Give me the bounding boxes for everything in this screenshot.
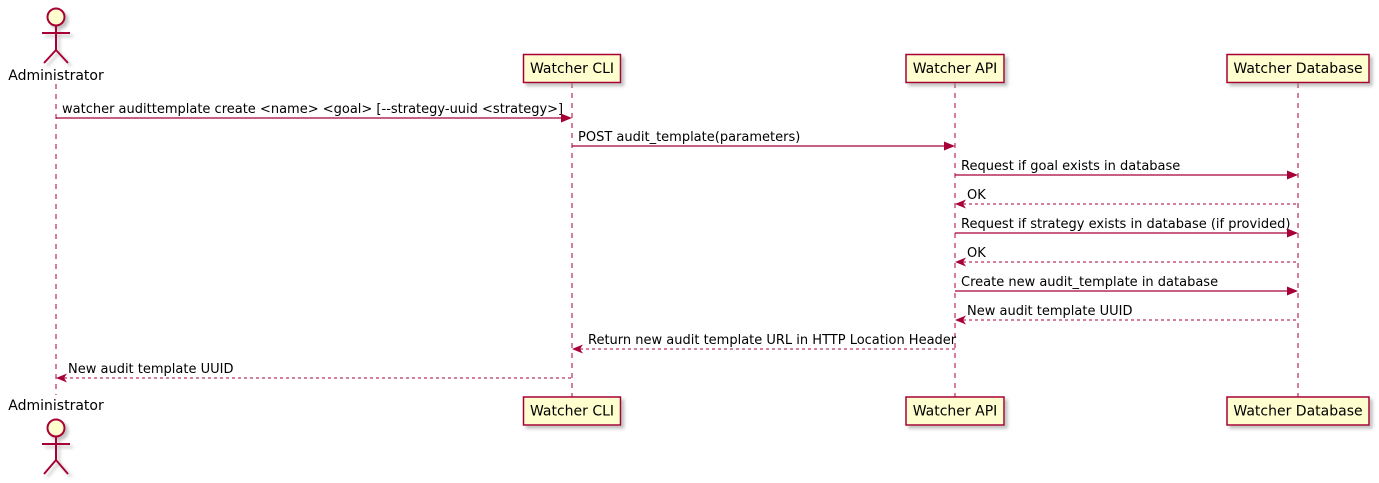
message-4: OK	[955, 188, 1298, 209]
participant-box	[522, 396, 622, 426]
message-arrowhead	[1287, 228, 1298, 238]
message-arrowhead	[955, 199, 966, 209]
message-label: OK	[967, 246, 986, 261]
actor-leg-left	[43, 459, 57, 475]
message-arrowhead	[56, 373, 67, 383]
message-label: Request if strategy exists in database (…	[961, 217, 1290, 232]
participant-box	[1226, 396, 1370, 426]
participant-label: Watcher Database	[1233, 61, 1362, 77]
participant-box	[522, 53, 622, 84]
message-arrowhead	[572, 344, 583, 354]
message-7: Create new audit_template in database	[955, 275, 1298, 296]
message-2: POST audit_template(parameters)	[572, 130, 955, 151]
message-arrowhead	[944, 141, 955, 151]
actor-head	[46, 418, 66, 438]
actor-label-top: Administrator	[8, 68, 104, 84]
message-5: Request if strategy exists in database (…	[955, 217, 1298, 238]
message-3: Request if goal exists in database	[955, 159, 1298, 180]
message-arrowhead	[955, 257, 966, 267]
participant-box	[905, 53, 1005, 84]
actor-leg-right	[55, 49, 69, 64]
message-label: POST audit_template(parameters)	[578, 130, 800, 145]
message-label: New audit template UUID	[68, 362, 233, 377]
message-8: New audit template UUID	[955, 304, 1298, 325]
participant-box	[1226, 53, 1370, 84]
participant-label: Watcher API	[913, 61, 998, 77]
message-label: watcher audittemplate create <name> <goa…	[62, 102, 563, 117]
participant-box	[905, 396, 1005, 426]
message-label: Return new audit template URL in HTTP Lo…	[588, 333, 957, 348]
actor-leg-left	[43, 49, 57, 64]
message-6: OK	[955, 246, 1298, 267]
message-arrowhead	[955, 315, 966, 325]
participant-watcher-api-bottom: Watcher API	[905, 396, 1005, 426]
message-9: Return new audit template URL in HTTP Lo…	[572, 333, 957, 354]
participant-label: Watcher Database	[1233, 404, 1362, 420]
actor-label-bottom: Administrator	[8, 398, 104, 414]
participant-label: Watcher API	[913, 404, 998, 420]
message-arrowhead	[561, 113, 572, 123]
participant-watcher-database-top: Watcher Database	[1226, 53, 1370, 84]
participant-watcher-cli-bottom: Watcher CLI	[522, 396, 622, 426]
message-label: Create new audit_template in database	[961, 275, 1218, 290]
actor-head	[46, 7, 66, 27]
actor-leg-right	[55, 459, 69, 475]
message-label: OK	[967, 188, 986, 203]
participant-label: Watcher CLI	[530, 61, 614, 77]
participant-watcher-cli-top: Watcher CLI	[522, 53, 622, 84]
message-1: watcher audittemplate create <name> <goa…	[56, 102, 572, 123]
participant-label: Watcher CLI	[530, 404, 614, 420]
participant-watcher-api-top: Watcher API	[905, 53, 1005, 84]
actor-administrator-top	[42, 7, 70, 64]
message-arrowhead	[1287, 170, 1298, 180]
message-10: New audit template UUID	[56, 362, 572, 383]
message-label: New audit template UUID	[967, 304, 1132, 319]
actor-administrator-bottom	[42, 418, 70, 475]
message-arrowhead	[1287, 286, 1298, 296]
participant-watcher-database-bottom: Watcher Database	[1226, 396, 1370, 426]
message-label: Request if goal exists in database	[961, 159, 1180, 174]
